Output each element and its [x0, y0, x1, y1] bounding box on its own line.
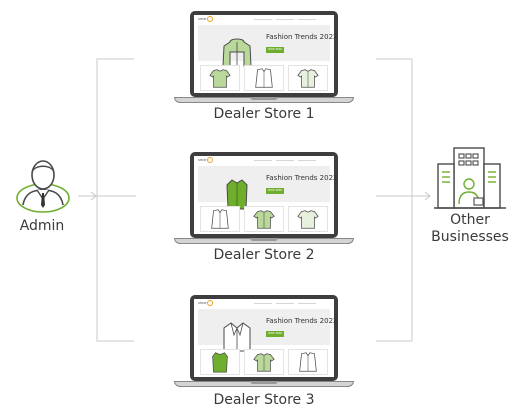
dealer-store-2-label: Dealer Store 2	[213, 247, 315, 263]
laptop-screen: SHOP Fashion Trends 2022 SHOP NOW	[190, 295, 338, 381]
shirt-icon	[297, 69, 319, 88]
shop-now-button: SHOP NOW	[266, 47, 284, 53]
product-tile	[288, 206, 328, 232]
shirt-icon	[253, 353, 275, 372]
banner-title: Fashion Trends 2022	[266, 317, 338, 325]
jacket-icon	[255, 68, 273, 88]
store-page: SHOP Fashion Trends 2022 SHOP NOW	[194, 15, 338, 93]
product-tile	[288, 65, 328, 91]
store-page: SHOP Fashion Trends 2022 SHOP NOW	[194, 156, 338, 234]
arrow-admin-to-stores	[78, 191, 97, 201]
banner-title: Fashion Trends 2022	[266, 33, 338, 41]
office-building-icon	[434, 147, 506, 209]
store-logo: SHOP	[198, 17, 207, 21]
laptop-screen: SHOP Fashion Trends 2022 SHOP NOW	[190, 11, 338, 97]
shop-now-button: SHOP NOW	[266, 188, 284, 194]
product-tile	[200, 206, 240, 232]
dealer-store-1-label: Dealer Store 1	[213, 106, 315, 122]
product-tile	[200, 65, 240, 91]
shop-now-button: SHOP NOW	[266, 331, 284, 337]
arrow-stores-to-other	[412, 191, 431, 201]
store-banner: Fashion Trends 2022 SHOP NOW	[198, 25, 338, 67]
dealer-store-3-label: Dealer Store 3	[213, 392, 315, 408]
jacket-icon	[299, 352, 317, 372]
coat-icon	[212, 352, 228, 373]
dealer-store-1-laptop: SHOP Fashion Trends 2022 SHOP NOW	[174, 11, 354, 109]
product-tile	[288, 349, 328, 375]
product-tile	[244, 206, 284, 232]
store-page: SHOP Fashion Trends 2022 SHOP NOW	[194, 299, 338, 377]
banner-title: Fashion Trends 2022	[266, 174, 338, 182]
other-businesses-label-line2: Businesses	[431, 229, 509, 245]
store-banner: Fashion Trends 2022 SHOP NOW	[198, 166, 338, 210]
logo-circle-icon	[207, 16, 213, 22]
store-banner: Fashion Trends 2022 SHOP NOW	[198, 309, 338, 352]
jacket-icon	[211, 209, 229, 229]
jacket-icon	[220, 36, 254, 70]
store-logo: SHOP	[198, 158, 207, 162]
coat-icon	[220, 177, 254, 211]
dealer-store-3-laptop: SHOP Fashion Trends 2022 SHOP NOW	[174, 295, 354, 393]
product-tile	[244, 65, 284, 91]
tshirt-icon	[209, 69, 231, 88]
businessman-icon	[458, 178, 484, 206]
admin-label: Admin	[19, 218, 65, 234]
admin-person-icon	[16, 160, 70, 213]
logo-circle-icon	[207, 300, 213, 306]
shirt-icon	[253, 210, 275, 229]
laptop-screen: SHOP Fashion Trends 2022 SHOP NOW	[190, 152, 338, 238]
product-tile	[200, 349, 240, 375]
dealer-store-2-laptop: SHOP Fashion Trends 2022 SHOP NOW	[174, 152, 354, 250]
tshirt-icon	[297, 210, 319, 229]
product-tile	[244, 349, 284, 375]
other-businesses-label-line1: Other	[450, 212, 490, 228]
jacket-icon	[220, 320, 254, 354]
store-logo: SHOP	[198, 301, 207, 305]
logo-circle-icon	[207, 157, 213, 163]
